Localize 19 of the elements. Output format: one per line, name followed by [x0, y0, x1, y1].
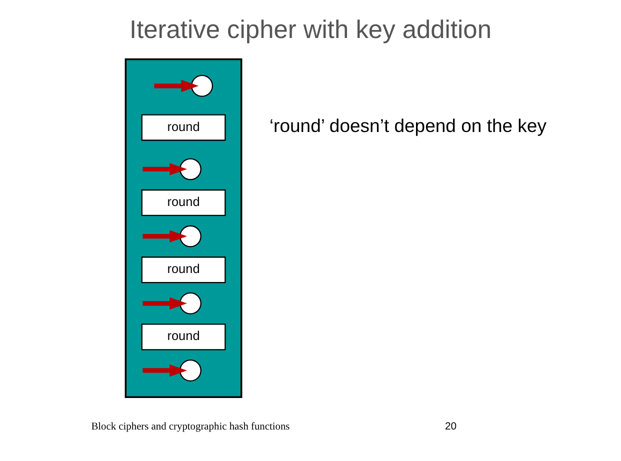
node-circle: [191, 74, 214, 97]
arrow: [142, 230, 188, 242]
arrow: [142, 163, 188, 176]
arrow: [142, 297, 188, 310]
arrow: [142, 364, 188, 377]
node-circle: [179, 225, 202, 248]
label: ‘round’ doesn’t depend on the key: [269, 114, 546, 136]
node-box: round: [141, 324, 226, 350]
node-circle: [179, 158, 202, 180]
node-box: round: [141, 114, 226, 141]
diagram-title: Iterative cipher with key addition: [130, 16, 492, 44]
node-circle: [179, 360, 202, 382]
label: 20: [444, 422, 457, 433]
node-box: round: [141, 189, 226, 216]
cluster: [124, 58, 242, 398]
arrow: [154, 80, 199, 92]
label: Block ciphers and cryptographic hash functions: [91, 422, 290, 433]
node-box: round: [141, 256, 226, 284]
node-circle: [179, 292, 202, 314]
